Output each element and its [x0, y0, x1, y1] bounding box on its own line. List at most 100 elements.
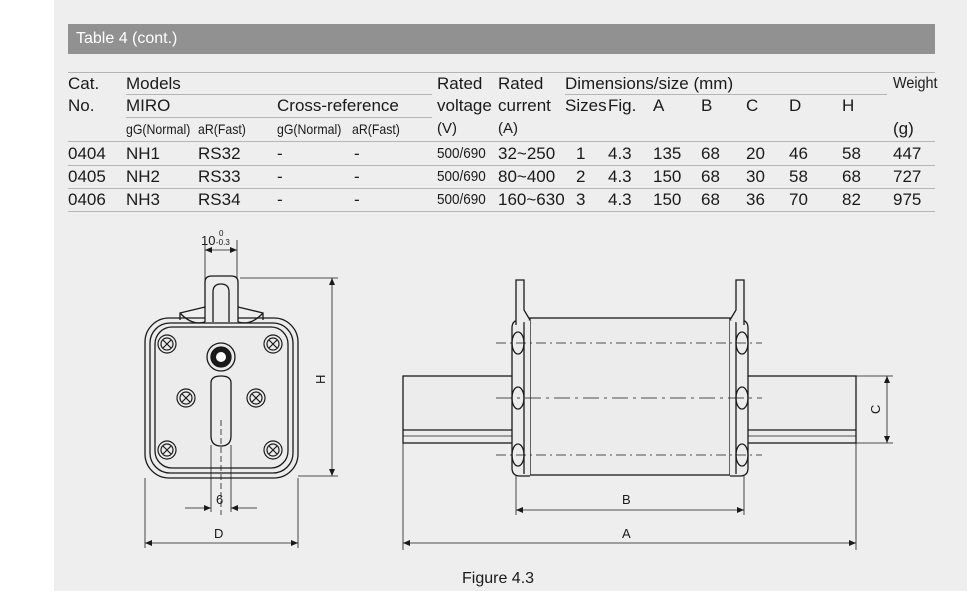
header-models: Models	[126, 74, 181, 93]
header-c: C	[746, 96, 759, 115]
figure-caption: Figure 4.3	[462, 570, 535, 587]
row-miro-gg: NH3	[126, 190, 161, 209]
header-no: No.	[68, 96, 95, 115]
label-tolerance-lower: -0.3	[216, 238, 230, 247]
table-rule	[68, 211, 935, 212]
row-b: 68	[701, 190, 720, 209]
label-tolerance-upper: 0	[219, 229, 224, 238]
table-rule	[126, 117, 432, 118]
row-weight: 727	[893, 167, 922, 186]
screw-icon	[263, 334, 283, 354]
row-c: 20	[746, 144, 765, 163]
table-rule	[565, 94, 887, 95]
row-c: 30	[746, 167, 765, 186]
row-h: 68	[842, 167, 861, 186]
table-rule	[68, 165, 935, 166]
row-current: 80~400	[498, 167, 556, 186]
label-c: C	[868, 405, 883, 414]
row-d: 46	[789, 144, 808, 163]
screw-icon	[246, 388, 266, 408]
row-current: 160~630	[498, 190, 565, 209]
label-h: H	[313, 375, 328, 384]
row-cat: 0406	[68, 190, 106, 209]
row-xref-ar: -	[354, 144, 360, 163]
row-xref-gg: -	[277, 190, 283, 209]
row-xref-gg: -	[277, 167, 283, 186]
header-voltage-unit: (V)	[437, 120, 457, 137]
fuse-side-view	[402, 279, 893, 550]
header-fig: Fig.	[608, 96, 637, 115]
screw-icons	[157, 334, 283, 460]
row-cat: 0404	[68, 144, 106, 163]
row-xref-ar: -	[354, 167, 360, 186]
header-cat: Cat.	[68, 74, 100, 93]
header-rated-voltage-line2: voltage	[437, 96, 492, 115]
header-ar-fast: aR(Fast)	[198, 121, 246, 137]
label-tolerance-nominal: 10	[201, 233, 215, 248]
screw-icon	[157, 334, 177, 354]
header-gg-normal: gG(Normal)	[277, 121, 342, 137]
header-rated-voltage: Rated	[437, 74, 483, 93]
table-title: Table 4 (cont.)	[76, 30, 178, 47]
row-weight: 447	[893, 144, 922, 163]
label-d: D	[214, 526, 223, 541]
table-rule	[126, 94, 432, 95]
label-b: B	[622, 492, 631, 507]
row-xref-gg: -	[277, 144, 283, 163]
header-weight: Weight	[893, 75, 938, 92]
row-voltage: 500/690	[437, 191, 486, 208]
header-a: A	[653, 96, 665, 115]
header-h: H	[842, 96, 855, 115]
row-miro-gg: NH1	[126, 144, 161, 163]
row-cat: 0405	[68, 167, 106, 186]
screw-icon	[157, 440, 177, 460]
header-sizes: Sizes	[565, 96, 607, 115]
row-d: 58	[789, 167, 808, 186]
row-a: 135	[653, 144, 682, 163]
table-title-bar: Table 4 (cont.)	[68, 24, 935, 54]
row-weight: 975	[893, 190, 922, 209]
row-fig: 4.3	[608, 167, 632, 186]
row-h: 82	[842, 190, 861, 209]
row-c: 36	[746, 190, 765, 209]
screw-icon	[263, 440, 283, 460]
header-miro: MIRO	[126, 96, 171, 115]
table-rule	[68, 188, 935, 189]
header-dimensions: Dimensions/size (mm)	[565, 74, 734, 93]
screw-icon	[176, 388, 196, 408]
header-weight-unit: (g)	[893, 119, 914, 138]
row-fig: 4.3	[608, 190, 632, 209]
row-miro-ar: RS32	[198, 144, 241, 163]
row-voltage: 500/690	[437, 168, 486, 185]
header-b: B	[701, 96, 713, 115]
fuse-front-view	[144, 240, 338, 548]
label-six: 6	[216, 492, 223, 507]
row-d: 70	[789, 190, 808, 209]
header-current-unit: (A)	[498, 120, 518, 137]
row-voltage: 500/690	[437, 145, 486, 162]
row-miro-ar: RS33	[198, 167, 241, 186]
header-rated-current-line2: current	[498, 96, 551, 115]
row-b: 68	[701, 144, 720, 163]
label-a: A	[622, 526, 631, 541]
table-rule	[68, 72, 935, 73]
row-h: 58	[842, 144, 861, 163]
row-a: 150	[653, 167, 682, 186]
table-rule	[68, 141, 935, 142]
row-size: 3	[576, 190, 586, 209]
row-a: 150	[653, 190, 682, 209]
row-fig: 4.3	[608, 144, 632, 163]
header-rated-current: Rated	[498, 74, 544, 93]
header-d: D	[789, 96, 802, 115]
row-current: 32~250	[498, 144, 556, 163]
header-ar-fast: aR(Fast)	[352, 121, 400, 137]
row-size: 2	[576, 167, 586, 186]
row-miro-ar: RS34	[198, 190, 241, 209]
row-b: 68	[701, 167, 720, 186]
header-cross-reference: Cross-reference	[277, 96, 399, 115]
row-xref-ar: -	[354, 190, 360, 209]
header-gg-normal: gG(Normal)	[126, 121, 191, 137]
row-miro-gg: NH2	[126, 167, 161, 186]
row-size: 1	[576, 144, 586, 163]
